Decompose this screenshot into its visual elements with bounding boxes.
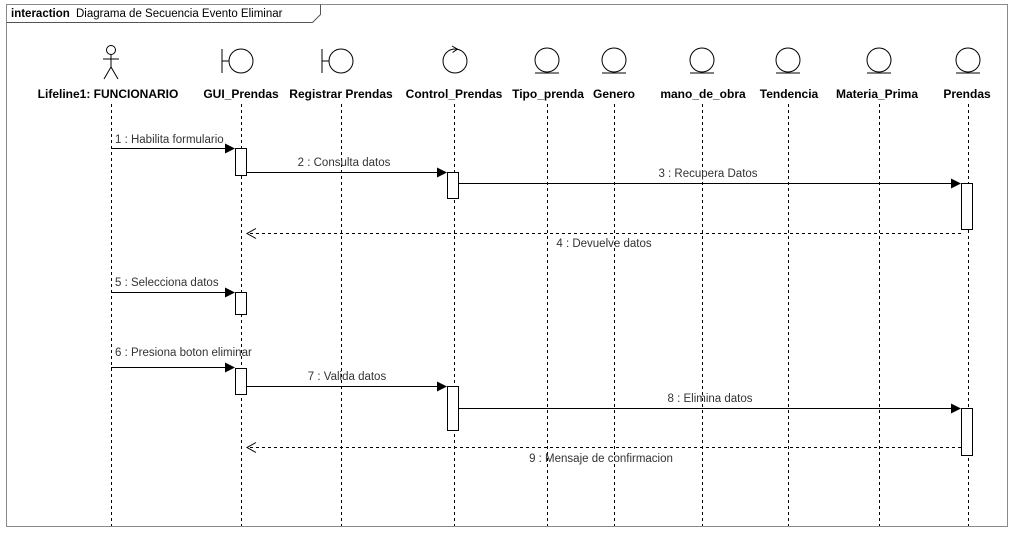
control-icon bbox=[442, 45, 468, 74]
frame-label: interaction Diagrama de Secuencia Evento… bbox=[11, 8, 283, 20]
entity-icon bbox=[601, 47, 627, 74]
message-label: 6 : Presiona boton eliminar bbox=[115, 347, 252, 359]
message-label: 4 : Devuelve datos bbox=[556, 238, 652, 250]
activation-bars bbox=[235, 148, 973, 456]
message-label: 1 : Habilita formulario bbox=[115, 134, 224, 146]
messages: 1 : Habilita formulario 2 : Consulta dat… bbox=[111, 134, 961, 465]
boundary-icon bbox=[221, 48, 254, 74]
interaction-frame: interaction Diagrama de Secuencia Evento… bbox=[6, 4, 1008, 527]
activation-bar bbox=[961, 408, 973, 456]
message-5: 5 : Selecciona datos bbox=[111, 277, 235, 298]
lifeline-name: Tendencia bbox=[760, 87, 819, 101]
lifeline-name: Materia_Prima bbox=[836, 87, 918, 101]
entity-icon bbox=[689, 47, 715, 74]
activation-bar bbox=[447, 172, 459, 199]
activation-bar bbox=[447, 386, 459, 431]
activation-bar bbox=[235, 292, 247, 315]
lifeline-name: Control_Prendas bbox=[406, 87, 503, 101]
lifeline-lines bbox=[111, 104, 969, 526]
message-label: 5 : Selecciona datos bbox=[115, 277, 219, 289]
message-2: 2 : Consulta datos bbox=[247, 157, 447, 178]
lifeline-name: mano_de_obra bbox=[660, 87, 746, 101]
entity-icon bbox=[866, 47, 892, 74]
lifeline-name: Genero bbox=[593, 87, 635, 101]
message-1: 1 : Habilita formulario bbox=[111, 134, 235, 154]
lifeline-icons bbox=[103, 45, 981, 80]
activation-bar bbox=[961, 183, 973, 230]
lifeline-name: Tipo_prenda bbox=[512, 87, 584, 101]
activation-bar bbox=[235, 368, 247, 395]
message-3: 3 : Recupera Datos bbox=[459, 168, 961, 189]
entity-icon bbox=[955, 47, 981, 74]
message-9: 9 : Mensaje de confirmacion bbox=[245, 442, 961, 465]
frame-keyword: interaction bbox=[11, 8, 70, 20]
entity-icon bbox=[534, 47, 560, 74]
message-4: 4 : Devuelve datos bbox=[245, 228, 961, 250]
message-label: 7 : Valida datos bbox=[308, 371, 387, 383]
boundary-icon bbox=[321, 48, 354, 74]
message-label: 9 : Mensaje de confirmacion bbox=[529, 453, 673, 465]
lifeline-name: GUI_Prendas bbox=[203, 87, 279, 101]
lifeline-name: Lifeline1: FUNCIONARIO bbox=[38, 87, 179, 101]
message-7: 7 : Valida datos bbox=[247, 371, 447, 392]
message-label: 8 : Elimina datos bbox=[667, 393, 752, 405]
actor-icon bbox=[103, 45, 119, 80]
message-8: 8 : Elimina datos bbox=[459, 393, 961, 414]
message-label: 2 : Consulta datos bbox=[298, 157, 391, 169]
frame-title: Diagrama de Secuencia Evento Eliminar bbox=[76, 8, 283, 20]
lifeline-name: Prendas bbox=[943, 87, 991, 101]
lifeline-name: Registrar Prendas bbox=[289, 87, 393, 101]
message-6: 6 : Presiona boton eliminar bbox=[111, 347, 252, 373]
entity-icon bbox=[775, 47, 801, 74]
activation-bar bbox=[235, 148, 247, 176]
message-label: 3 : Recupera Datos bbox=[658, 168, 757, 180]
lifeline-names: Lifeline1: FUNCIONARIO GUI_Prendas Regis… bbox=[38, 87, 991, 101]
